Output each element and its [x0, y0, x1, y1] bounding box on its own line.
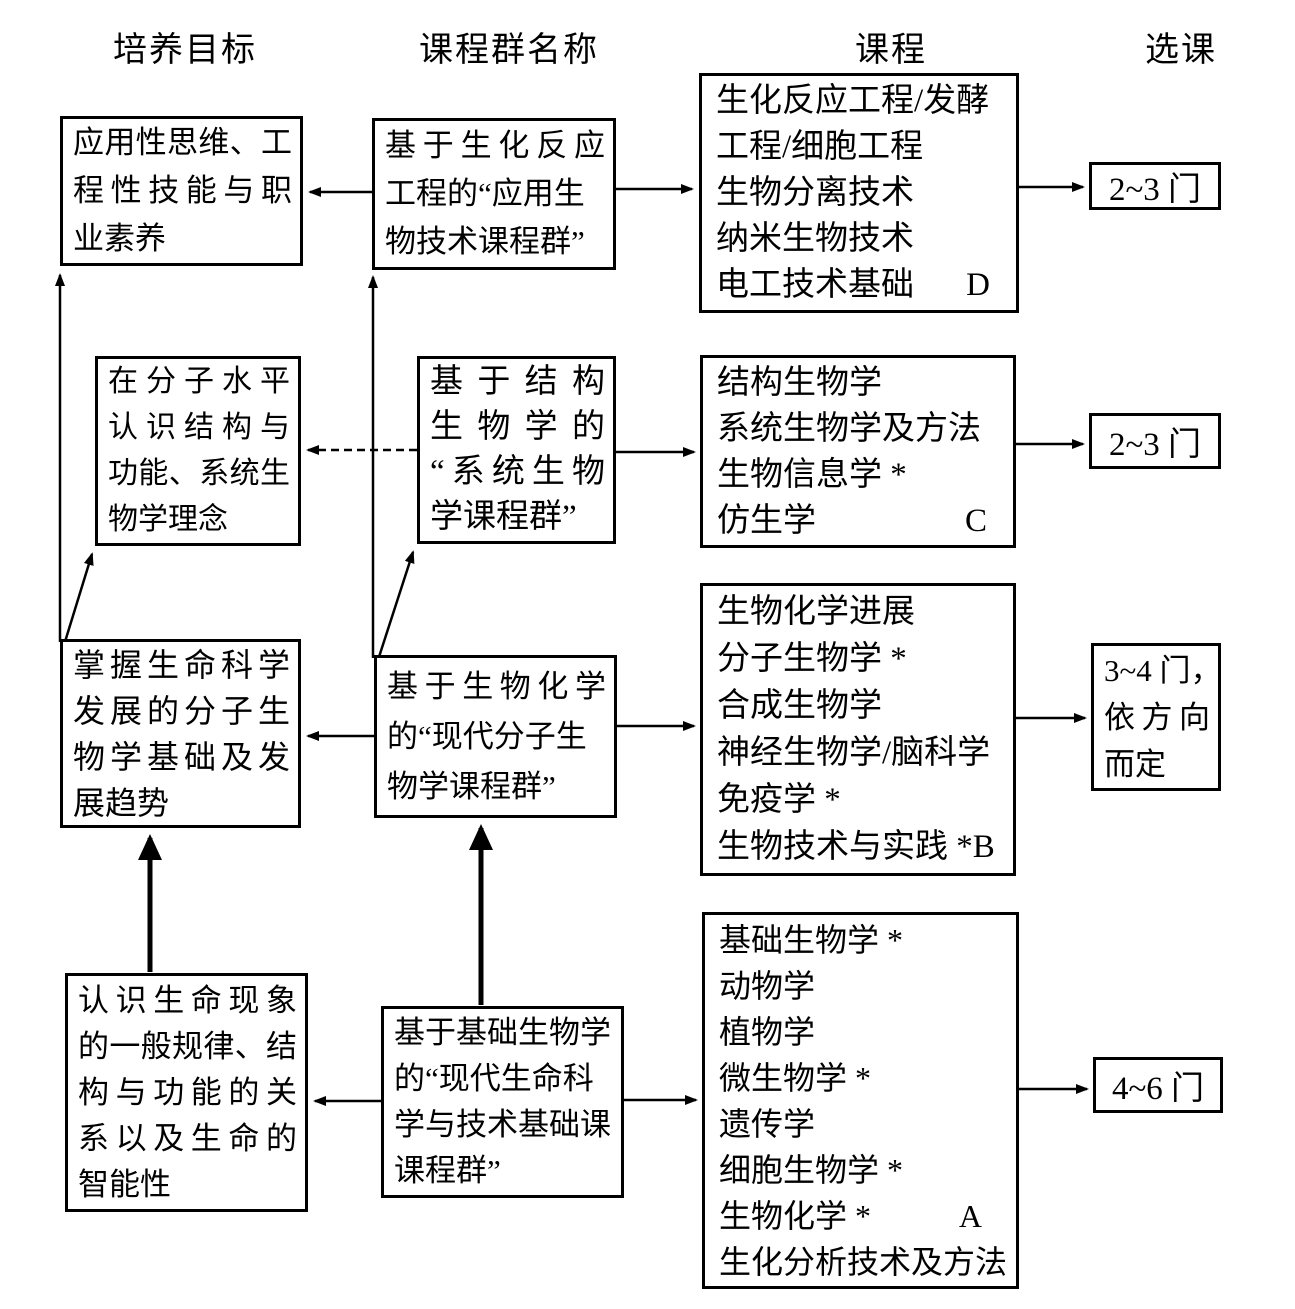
goal-a-line: 系以及生命的	[78, 1120, 297, 1156]
selection-text: 2~3 门	[1108, 427, 1202, 463]
group-b-line: 基于生物化学	[387, 668, 606, 704]
selection-text: 2~3 门	[1108, 172, 1202, 208]
course-box-d: 生化反应工程/发酵 工程/细胞工程 生物分离技术 纳米生物技术 电工技术基础 D	[699, 73, 1019, 313]
course-item: 电工技术基础 D	[702, 262, 1016, 308]
selection-box-a: 4~6 门	[1093, 1057, 1223, 1113]
selection-box-c: 2~3 门	[1089, 413, 1221, 469]
course-item: 植物学	[719, 1013, 816, 1050]
goal-b-line: 展趋势	[73, 784, 170, 821]
group-a-line: 课程群”	[394, 1153, 501, 1188]
course-box-b: 生物化学进展 分子生物学 * 合成生物学 神经生物学/脑科学 免疫学 * 生物技…	[700, 583, 1016, 876]
course-item: 基础生物学 *	[719, 921, 904, 958]
course-item-text: 电工技术基础	[716, 267, 914, 303]
course-item: 结构生物学	[717, 364, 882, 401]
goal-box-c: 在分子水平 认识结构与 功能、系统生 物学理念	[95, 356, 301, 546]
course-item: 工程/细胞工程	[716, 129, 924, 165]
selection-line: 而定	[1104, 746, 1166, 782]
course-item: 生物化学 * A	[705, 1193, 1016, 1239]
group-letter-label: A	[958, 1197, 982, 1234]
goal-a-line: 构与功能的关	[78, 1074, 297, 1110]
arrow-goal-b-to-goal-c	[62, 552, 94, 646]
goal-box-a: 认识生命现象 的一般规律、结 构与功能的关 系以及生命的 智能性	[65, 973, 308, 1212]
column-header-courses: 课程	[855, 32, 927, 69]
course-item-text: 生物技术与实践 *	[717, 828, 973, 865]
goal-a-line: 的一般规律、结	[78, 1028, 297, 1064]
course-item: 神经生物学/脑科学	[717, 734, 991, 771]
course-item: 免疫学 *	[717, 781, 841, 818]
goal-d-line: 程性技能与职	[73, 173, 292, 208]
goal-b-line: 物学基础及发	[73, 738, 290, 775]
group-c-line: 学课程群”	[430, 499, 577, 535]
goal-d-line: 业素养	[73, 221, 166, 256]
course-item: 生物技术与实践 * B	[703, 824, 1013, 871]
goal-box-b: 掌握生命科学 发展的分子生 物学基础及发 展趋势	[60, 639, 301, 828]
selection-line: 3~4 门，	[1104, 652, 1222, 688]
goal-a-line: 认识生命现象	[78, 982, 297, 1018]
group-letter-label: B	[972, 828, 995, 865]
course-item: 合成生物学	[717, 687, 882, 724]
goal-c-line: 物学理念	[108, 503, 228, 536]
selection-line: 依方向	[1104, 699, 1210, 735]
course-item: 细胞生物学 *	[719, 1151, 904, 1188]
course-item: 纳米生物技术	[716, 221, 914, 257]
group-d-line: 物技术课程群”	[385, 224, 585, 259]
group-c-line: 生物学的	[430, 409, 605, 445]
course-item: 生物信息学 *	[717, 456, 907, 493]
column-header-selection: 选课	[1145, 32, 1217, 69]
goal-c-line: 认识结构与	[108, 411, 290, 444]
group-box-a: 基于基础生物学 的“现代生命科 学与技术基础课 课程群”	[381, 1006, 624, 1198]
course-item: 分子生物学 *	[717, 640, 907, 677]
goal-b-line: 发展的分子生	[73, 692, 290, 729]
goal-c-line: 功能、系统生	[108, 457, 290, 490]
goal-b-line: 掌握生命科学	[73, 646, 290, 683]
group-a-line: 基于基础生物学	[394, 1015, 611, 1050]
group-c-line: 基于结构	[430, 364, 605, 400]
course-item-text: 仿生学	[717, 502, 816, 539]
arrow-group-b-to-group-c	[376, 550, 415, 661]
course-item: 生化反应工程/发酵	[716, 83, 990, 119]
selection-box-d: 2~3 门	[1089, 162, 1221, 210]
column-header-groups: 课程群名称	[419, 32, 599, 69]
group-c-line: “系统生物	[430, 454, 605, 490]
course-item: 微生物学 *	[719, 1059, 872, 1096]
goal-d-line: 应用性思维、工	[73, 125, 292, 160]
group-a-line: 的“现代生命科	[394, 1061, 594, 1096]
course-item: 生化分析技术及方法	[719, 1243, 1008, 1280]
course-box-c: 结构生物学 系统生物学及方法 生物信息学 * 仿生学 C	[700, 355, 1016, 548]
column-header-goals: 培养目标	[113, 32, 257, 69]
goal-c-line: 在分子水平	[108, 365, 290, 398]
course-item: 生物化学进展	[717, 593, 915, 630]
group-b-line: 的“现代分子生	[387, 718, 587, 754]
course-item: 生物分离技术	[716, 175, 914, 211]
group-b-line: 物学课程群”	[387, 768, 556, 804]
group-letter-label: C	[964, 502, 987, 539]
course-item: 遗传学	[719, 1105, 816, 1142]
group-letter-label: D	[966, 267, 990, 303]
course-item: 动物学	[719, 967, 816, 1004]
group-box-b: 基于生物化学 的“现代分子生 物学课程群”	[374, 655, 617, 818]
goal-a-line: 智能性	[78, 1166, 171, 1202]
course-box-a: 基础生物学 * 动物学 植物学 微生物学 * 遗传学 细胞生物学 * 生物化学 …	[702, 912, 1019, 1289]
goal-box-d: 应用性思维、工 程性技能与职 业素养	[60, 116, 303, 266]
group-box-c: 基于结构 生物学的 “系统生物 学课程群”	[417, 356, 616, 544]
selection-text: 4~6 门	[1111, 1071, 1205, 1107]
group-a-line: 学与技术基础课	[394, 1107, 611, 1142]
selection-box-b: 3~4 门， 依方向 而定	[1091, 643, 1222, 791]
group-d-line: 工程的“应用生	[385, 176, 585, 211]
group-d-line: 基于生化反应	[385, 128, 605, 163]
group-box-d: 基于生化反应 工程的“应用生 物技术课程群”	[372, 118, 616, 270]
course-item: 系统生物学及方法	[717, 410, 981, 447]
course-item: 仿生学 C	[703, 498, 1013, 544]
course-item-text: 生物化学 *	[719, 1197, 872, 1234]
